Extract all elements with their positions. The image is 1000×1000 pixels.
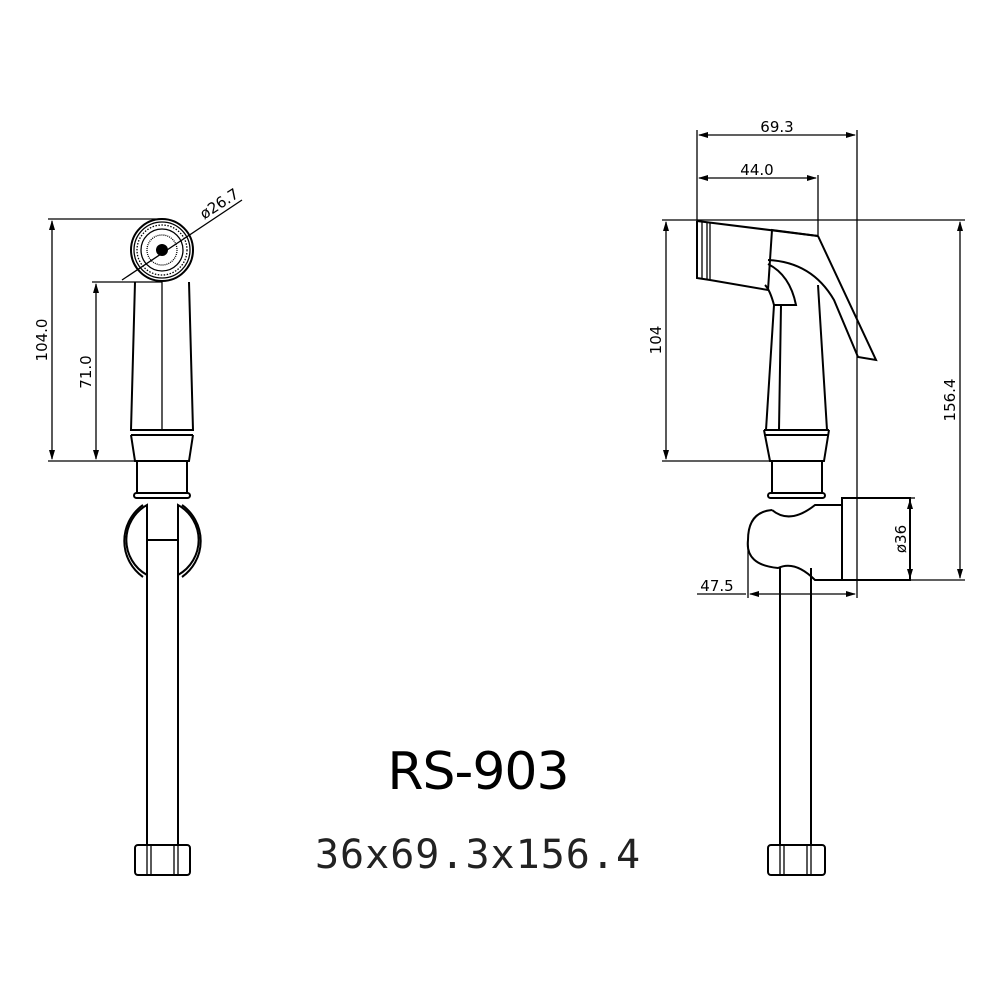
svg-text:104: 104 [647, 326, 665, 355]
svg-text:156.4: 156.4 [941, 379, 959, 422]
dim-holder-depth: 47.5 [697, 540, 856, 598]
svg-text:ø36: ø36 [892, 525, 910, 553]
svg-text:ø26.7: ø26.7 [197, 185, 243, 223]
overall-size: 36x69.3x156.4 [314, 832, 642, 878]
svg-text:104.0: 104.0 [33, 319, 51, 362]
dim-front-total-height: 104.0 [33, 218, 162, 462]
side-handle-body [765, 284, 828, 431]
front-holder [123, 503, 202, 578]
front-hex-nut [134, 844, 191, 876]
svg-text:69.3: 69.3 [760, 118, 793, 136]
svg-text:47.5: 47.5 [700, 577, 733, 595]
side-view: 69.3 44.0 104 156.4 ø36 [647, 118, 965, 876]
spray-head-face [130, 218, 194, 282]
dim-handle-height: 104 [647, 221, 770, 462]
side-holder [746, 497, 911, 581]
model-number: RS-903 [387, 742, 569, 802]
dim-total-height: 156.4 [910, 221, 965, 581]
dim-overall-width: 69.3 [696, 118, 858, 598]
dim-holder-diameter: ø36 [892, 497, 915, 579]
side-spray-head [696, 220, 878, 362]
dim-head-width: 44.0 [698, 161, 819, 236]
dim-front-body-height: 71.0 [77, 281, 162, 460]
side-hex-nut [767, 844, 826, 876]
svg-text:44.0: 44.0 [740, 161, 773, 179]
front-connector [136, 461, 188, 493]
svg-text:71.0: 71.0 [77, 355, 95, 388]
